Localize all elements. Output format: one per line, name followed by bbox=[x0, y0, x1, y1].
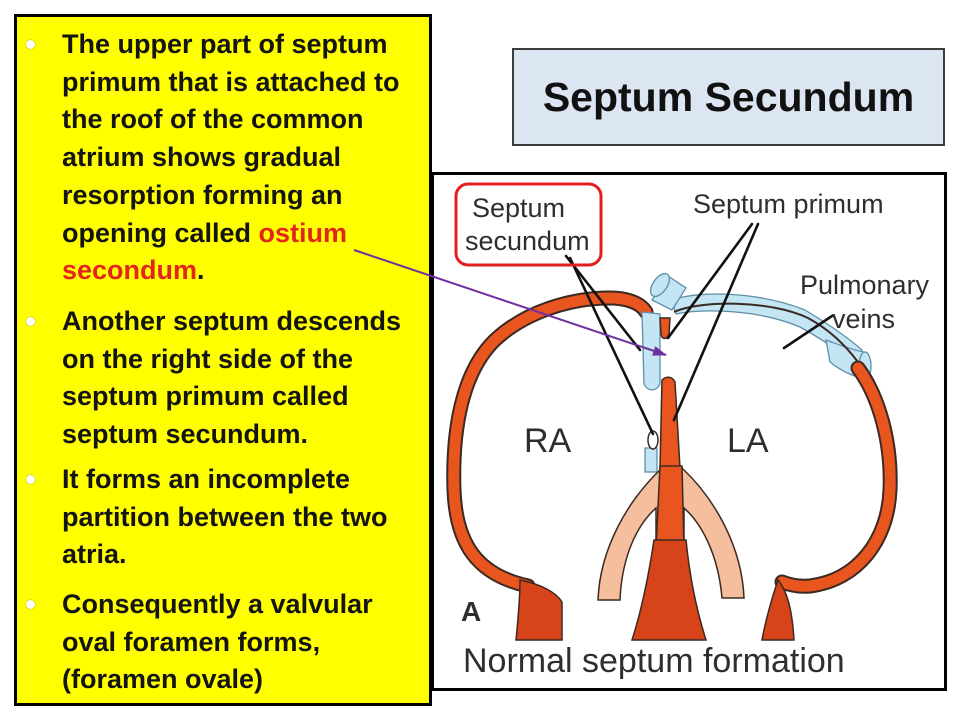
bullet-marker bbox=[26, 317, 35, 326]
highlighted-term: secondum bbox=[62, 255, 198, 286]
bullet-item: Consequently a valvular oval foramen for… bbox=[17, 586, 373, 699]
bullet-line: secondum. bbox=[62, 252, 400, 290]
bullet-text: opening called bbox=[62, 217, 259, 248]
bullet-line: septum secundum. bbox=[62, 419, 309, 450]
bullet-item: The upper part of septum primum that is … bbox=[17, 26, 400, 290]
slide-title: Septum Secundum bbox=[542, 74, 915, 120]
bullet-item: Another septum descends on the right sid… bbox=[17, 303, 401, 454]
bullet-line: Consequently a valvular bbox=[62, 589, 373, 619]
bullet-marker bbox=[26, 40, 35, 49]
title-box: Septum Secundum bbox=[512, 48, 945, 146]
bullet-line: Another septum descends bbox=[62, 306, 402, 336]
bullet-marker bbox=[26, 475, 35, 484]
bullet-item: It forms an incomplete partition between… bbox=[17, 461, 388, 574]
bullet-line: atria. bbox=[62, 539, 127, 570]
bullet-line: the roof of the common bbox=[62, 104, 364, 135]
bullet-line: on the right side of the bbox=[62, 343, 353, 374]
bullet-line: oval foramen forms, bbox=[62, 626, 321, 657]
bullet-line: septum primum called bbox=[62, 381, 349, 412]
bullet-marker bbox=[26, 600, 35, 609]
bullet-line: It forms an incomplete bbox=[62, 464, 351, 494]
bullet-line: opening called ostium bbox=[62, 215, 400, 253]
text-panel: The upper part of septum primum that is … bbox=[14, 14, 432, 706]
bullet-line: primum that is attached to bbox=[62, 66, 400, 97]
bullet-line: atrium shows gradual bbox=[62, 142, 342, 173]
bullet-line: The upper part of septum bbox=[62, 29, 388, 59]
bullet-text: . bbox=[197, 255, 205, 286]
bullet-line: partition between the two bbox=[62, 501, 388, 532]
highlighted-term: ostium bbox=[258, 217, 348, 248]
bullet-line: (foramen ovale) bbox=[62, 664, 264, 695]
diagram-frame bbox=[431, 172, 947, 691]
bullet-line: resorption forming an bbox=[62, 179, 343, 210]
